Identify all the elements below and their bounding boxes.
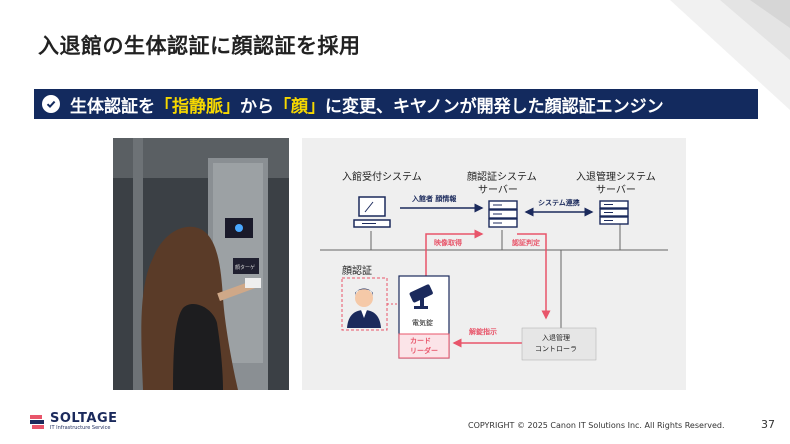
visitor-info-label: 入館者 顔情報 <box>412 195 457 203</box>
logo-text: SOLTAGE <box>50 411 118 426</box>
face-auth-label: 顔認証 <box>342 266 372 277</box>
page-title: 入退館の生体認証に顔認証を採用 <box>38 34 361 58</box>
access-control-server-icon <box>599 200 629 225</box>
electric-lock-label: 電気錠 <box>412 319 433 327</box>
system-link-label: システム連携 <box>538 199 580 207</box>
computer-icon <box>353 196 391 228</box>
card-reader-label-2: リーダー <box>410 347 438 355</box>
check-circle-icon <box>42 95 60 113</box>
face-server-label-1: 顔認証システム <box>467 172 537 183</box>
system-diagram: 入館受付システム 顔認証システム サーバー 入退管理システム サーバー 入館者 … <box>302 138 686 390</box>
controller-box <box>521 327 597 361</box>
arrow-video <box>425 229 484 284</box>
copyright: COPYRIGHT © 2025 Canon IT Solutions Inc.… <box>468 421 725 430</box>
card-reader-label-1: カード <box>410 337 431 345</box>
banner-post: に変更、キヤノンが開発した顔認証エンジン <box>325 96 664 117</box>
face-auth-server-icon <box>488 200 518 228</box>
person-icon <box>347 288 381 328</box>
corner-decoration <box>670 0 790 110</box>
face-auth-photo: 顔ターゲ <box>113 138 289 390</box>
auth-judgement-label: 認証判定 <box>512 239 540 247</box>
banner-pre: 生体認証を <box>70 96 155 117</box>
headline-banner: 生体認証を「指静脈」から「顔」に変更、キヤノンが開発した顔認証エンジン <box>34 89 758 119</box>
card-reader-box <box>398 333 450 359</box>
banner-mid: から <box>240 96 274 117</box>
soltage-logo-icon <box>30 414 44 429</box>
arrow-auth <box>517 233 551 320</box>
banner-highlight-face: 「顔」 <box>274 96 325 117</box>
reception-system-label: 入館受付システム <box>342 172 422 183</box>
banner-text: 生体認証を「指静脈」から「顔」に変更、キヤノンが開発した顔認証エンジン <box>70 92 664 117</box>
access-server-label-2: サーバー <box>596 185 636 196</box>
camera-icon <box>409 284 433 309</box>
controller-label-2: コントローラ <box>535 345 577 353</box>
face-server-label-2: サーバー <box>478 185 518 196</box>
unlock-instruction-label: 解錠指示 <box>469 328 497 336</box>
photo-panel-label: 顔ターゲ <box>235 264 255 271</box>
banner-highlight-finger-vein: 「指静脈」 <box>155 96 240 117</box>
page-number: 37 <box>761 418 775 431</box>
access-server-label-1: 入退管理システム <box>576 172 656 183</box>
video-capture-label: 映像取得 <box>434 239 462 247</box>
soltage-logo: SOLTAGE IT Infrastructure Service <box>28 412 118 431</box>
logo-subtext: IT Infrastructure Service <box>50 425 111 431</box>
controller-label-1: 入退管理 <box>542 334 570 342</box>
